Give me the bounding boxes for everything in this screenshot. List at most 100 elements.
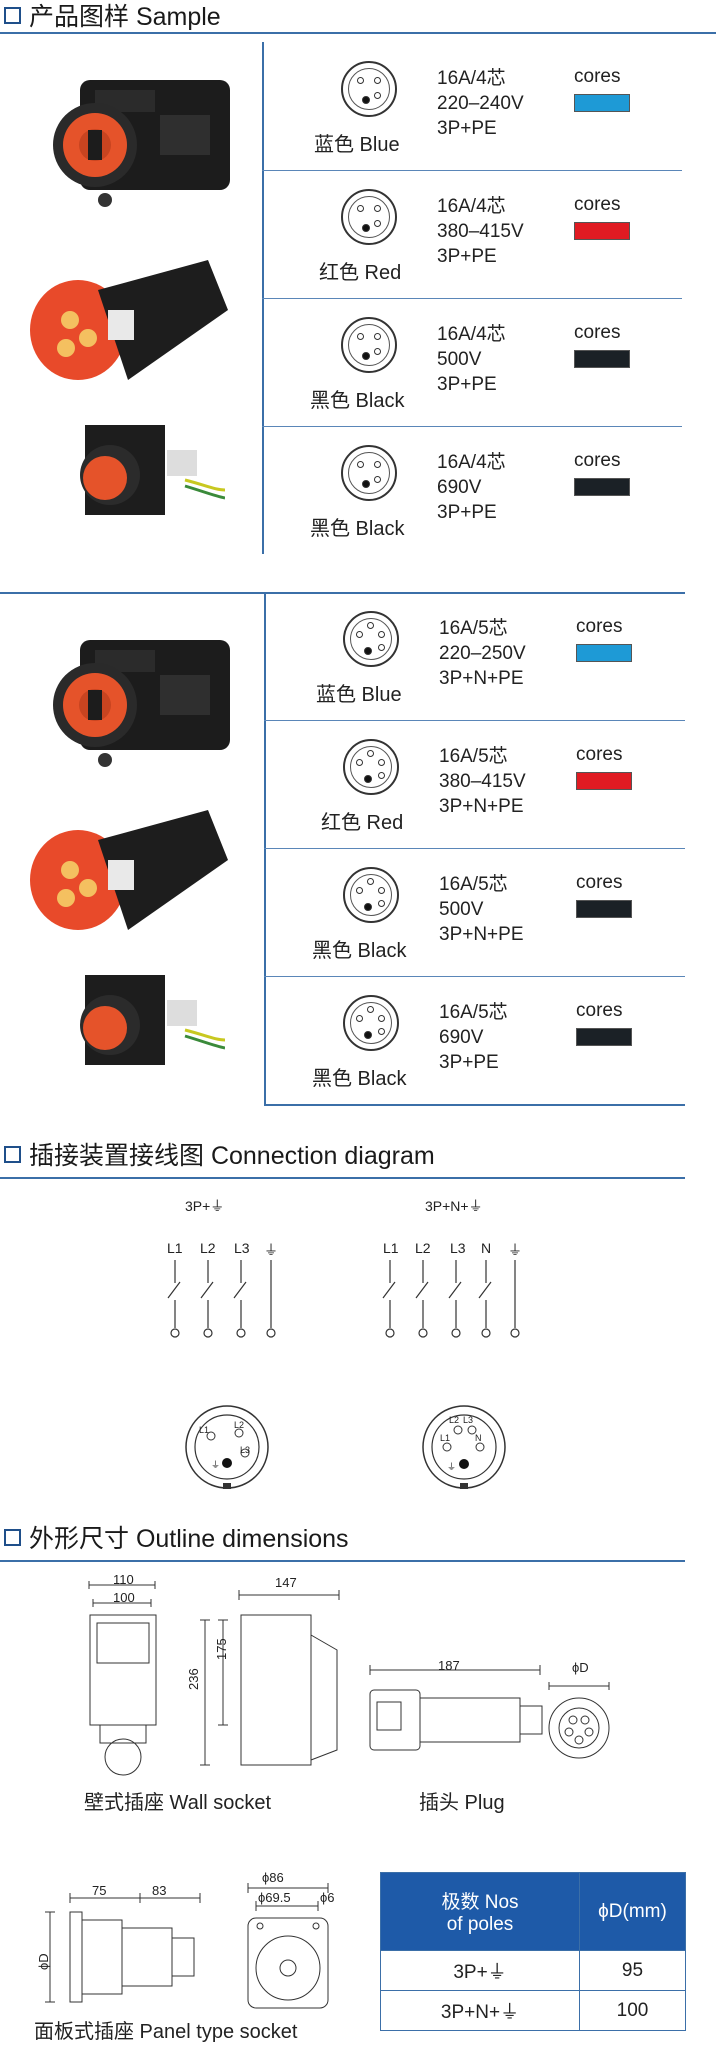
socket-face-icon	[341, 317, 397, 373]
divider	[262, 426, 682, 427]
terminal-label: L3	[234, 1240, 250, 1256]
terminal-label: ⏚	[264, 1242, 278, 1258]
terminal-label: L2	[415, 1240, 431, 1256]
dim-label: 236	[186, 1668, 201, 1690]
color-label: 蓝色 Blue	[316, 684, 402, 706]
color-swatch	[576, 1028, 632, 1046]
cores-label: cores	[574, 194, 621, 215]
dim-label: 75	[92, 1883, 107, 1898]
dim-label: 83	[152, 1883, 167, 1898]
plug-photo	[30, 260, 228, 380]
section-title: 产品图样 Sample	[29, 3, 221, 31]
dim-label: ϕD	[572, 1660, 589, 1675]
divider	[264, 720, 685, 721]
terminal-label: L1	[383, 1240, 399, 1256]
terminal-label: ⏚	[508, 1242, 522, 1258]
table-cell: 3P+N+⏚	[380, 1990, 580, 2031]
spec-text: 16A/5芯 690V 3P+PE	[439, 1002, 508, 1073]
dim-label: 147	[275, 1575, 297, 1590]
color-swatch	[574, 478, 630, 496]
pin-label: L1	[199, 1425, 210, 1435]
color-swatch	[576, 644, 632, 662]
socket-face-icon	[343, 611, 399, 667]
pin-label: L3	[240, 1445, 251, 1455]
panel-socket-photo	[80, 425, 225, 515]
cores-label: cores	[574, 450, 621, 471]
dim-label: 110	[113, 1572, 134, 1587]
cores-label: cores	[574, 66, 621, 87]
color-label: 红色 Red	[319, 262, 402, 284]
section-header-connection: 插接装置接线图 Connection diagram	[0, 1139, 435, 1170]
spec-text: 16A/4芯 500V 3P+PE	[437, 324, 506, 395]
color-swatch	[574, 94, 630, 112]
plug-caption: 插头 Plug	[419, 1792, 505, 1814]
socket-face-icon	[341, 445, 397, 501]
header-text: 极数 Nos	[441, 1892, 519, 1913]
spec-text: 16A/5芯 380–415V 3P+N+PE	[439, 746, 526, 817]
dim-label: 175	[214, 1638, 229, 1660]
divider	[0, 1560, 685, 1562]
divider	[262, 298, 682, 299]
wall-socket-photo	[53, 80, 230, 207]
pin-label: L2	[449, 1415, 460, 1425]
spec-text: 16A/4芯 220–240V 3P+PE	[437, 68, 524, 139]
section-header-sample: 产品图样 Sample	[0, 0, 221, 31]
pin-label: L3	[463, 1415, 474, 1425]
dim-label: ϕ69.5	[258, 1890, 291, 1905]
wall-socket-drawing	[88, 1581, 340, 1776]
cores-label: cores	[576, 744, 623, 765]
spec-text: 16A/5芯 500V 3P+N+PE	[439, 874, 524, 945]
spec-text: 16A/4芯 380–415V 3P+PE	[437, 196, 524, 267]
table-cell: 3P+⏚	[380, 1950, 580, 1991]
checkbox-icon	[4, 1528, 21, 1546]
socket-face-icon	[343, 739, 399, 795]
section-header-outline: 外形尺寸 Outline dimensions	[0, 1522, 349, 1553]
color-swatch	[576, 900, 632, 918]
panel-socket-caption: 面板式插座 Panel type socket	[34, 2021, 298, 2043]
socket-face-icon	[341, 61, 397, 117]
socket-face-icon	[341, 189, 397, 245]
divider	[0, 592, 685, 594]
divider	[264, 1104, 685, 1106]
cores-label: cores	[574, 322, 621, 343]
section-title: 插接装置接线图 Connection diagram	[29, 1142, 435, 1170]
plug-face-drawing	[548, 1682, 610, 1759]
table-header-row: 极数 Nos of poles ϕD(mm)	[380, 1872, 686, 1951]
wall-socket-photo	[53, 640, 230, 767]
socket-face-4p-diagram	[185, 1405, 269, 1489]
diagram-title-5p: 3P+N+⏚	[425, 1198, 483, 1214]
table-row: 3P+N+⏚ 100	[380, 1990, 686, 2031]
cores-label: cores	[576, 1000, 623, 1021]
color-label: 黑色 Black	[312, 940, 407, 962]
socket-face-icon	[343, 867, 399, 923]
checkbox-icon	[4, 6, 21, 24]
dim-label: 100	[113, 1590, 135, 1605]
diagram-title-4p: 3P+⏚	[185, 1198, 225, 1214]
divider	[0, 32, 716, 34]
header-cell: 极数 Nos of poles	[380, 1872, 580, 1951]
panel-socket-photo	[80, 975, 225, 1065]
terminal-label: N	[481, 1240, 492, 1256]
wall-socket-caption: 壁式插座 Wall socket	[84, 1792, 272, 1814]
pin-label: L1	[440, 1433, 451, 1443]
dim-label: 187	[438, 1658, 460, 1673]
divider	[262, 170, 682, 171]
color-label: 蓝色 Blue	[314, 134, 400, 156]
header-cell: ϕD(mm)	[579, 1872, 686, 1951]
header-text: of poles	[446, 1914, 514, 1935]
color-swatch	[574, 222, 630, 240]
checkbox-icon	[4, 1145, 21, 1163]
table-row: 3P+⏚ 95	[380, 1950, 686, 1991]
table-cell: 100	[579, 1990, 686, 2031]
panel-socket-drawing	[45, 1893, 201, 2003]
cores-label: cores	[576, 616, 623, 637]
terminal-label: L2	[200, 1240, 216, 1256]
table-cell: 95	[579, 1950, 686, 1991]
pin-label: ⏚	[211, 1460, 221, 1470]
dim-label: ϕ86	[262, 1870, 284, 1885]
pin-label: ⏚	[447, 1462, 457, 1472]
spec-text: 16A/5芯 220–250V 3P+N+PE	[439, 618, 526, 689]
divider	[264, 976, 685, 977]
switch-diagram	[167, 1260, 520, 1338]
color-swatch	[576, 772, 632, 790]
